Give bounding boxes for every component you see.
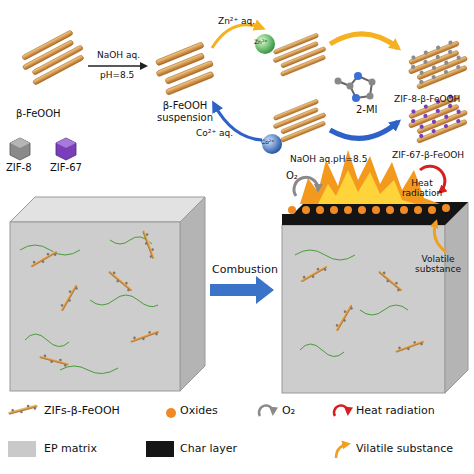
legend-text: Vilatile substance bbox=[356, 443, 453, 456]
legend-text: ZIF-67 bbox=[50, 162, 82, 174]
combustion-arrow bbox=[210, 276, 274, 304]
text-label: Co²⁺ aq. bbox=[196, 128, 233, 138]
legend-text: Heat radiation bbox=[356, 405, 435, 418]
legend-swatch bbox=[8, 441, 36, 457]
text-label: ZIF-8-β-FeOOH bbox=[394, 94, 460, 104]
reaction-arrow bbox=[88, 65, 146, 67]
text-label: ZIF-67-β-FeOOH bbox=[392, 150, 464, 160]
char-layer-front bbox=[282, 214, 445, 225]
text-label: β-FeOOH bbox=[16, 108, 61, 120]
zif8-crystal-icon bbox=[10, 138, 30, 160]
zn-rods bbox=[270, 32, 329, 77]
oxide-particles bbox=[288, 204, 450, 214]
burning-ep-block bbox=[282, 202, 468, 393]
legend-text: O₂ bbox=[282, 405, 295, 418]
zn-ion-sphere bbox=[255, 34, 275, 54]
char-layer bbox=[282, 202, 468, 225]
legend-oxygen-icon bbox=[259, 405, 273, 416]
co-rods bbox=[270, 98, 329, 143]
zif67-crystal-icon bbox=[56, 138, 76, 160]
legend-swatch bbox=[146, 441, 174, 457]
legend-heat-icon bbox=[334, 405, 348, 416]
legend-text: EP matrix bbox=[44, 443, 97, 456]
zif8-growth-arrow bbox=[330, 34, 398, 48]
text-label: β-FeOOH suspension bbox=[146, 100, 224, 123]
suspension-rods bbox=[152, 41, 218, 96]
text-label: Co²⁺ bbox=[261, 139, 274, 146]
text-label: Zn²⁺ bbox=[254, 39, 268, 46]
text-label: 2-MI bbox=[356, 104, 378, 116]
legend-text: Oxides bbox=[180, 405, 218, 418]
legend-text: ZIF-8 bbox=[6, 162, 32, 174]
text-label: O₂ bbox=[286, 170, 298, 182]
volatile-arrow bbox=[434, 222, 446, 252]
flame-inner bbox=[318, 170, 416, 204]
legend-volatile-icon bbox=[336, 444, 348, 458]
text-label: NaOH aq.pH=8.5 bbox=[290, 154, 367, 164]
text-label: NaOH aq. bbox=[97, 50, 140, 60]
text-label: Volatile substance bbox=[406, 254, 470, 275]
co-ion-sphere bbox=[262, 134, 282, 154]
text-label: pH=8.5 bbox=[100, 70, 134, 80]
text-label: Zn²⁺ aq. bbox=[218, 16, 255, 26]
zif8-feooh-rods bbox=[404, 37, 471, 90]
legend-text: Char layer bbox=[180, 443, 237, 456]
ep-matrix-block bbox=[10, 197, 205, 391]
methylimidazole-molecule bbox=[335, 72, 376, 102]
legend-swatch bbox=[166, 408, 176, 418]
text-label: Combustion bbox=[212, 264, 278, 277]
text-label: Heat radiation bbox=[400, 178, 444, 199]
legend-text: ZIFs-β-FeOOH bbox=[44, 405, 120, 418]
feooh-rods bbox=[18, 29, 88, 86]
legend-rod-icon bbox=[8, 402, 39, 416]
zif67-growth-arrow bbox=[330, 122, 398, 138]
